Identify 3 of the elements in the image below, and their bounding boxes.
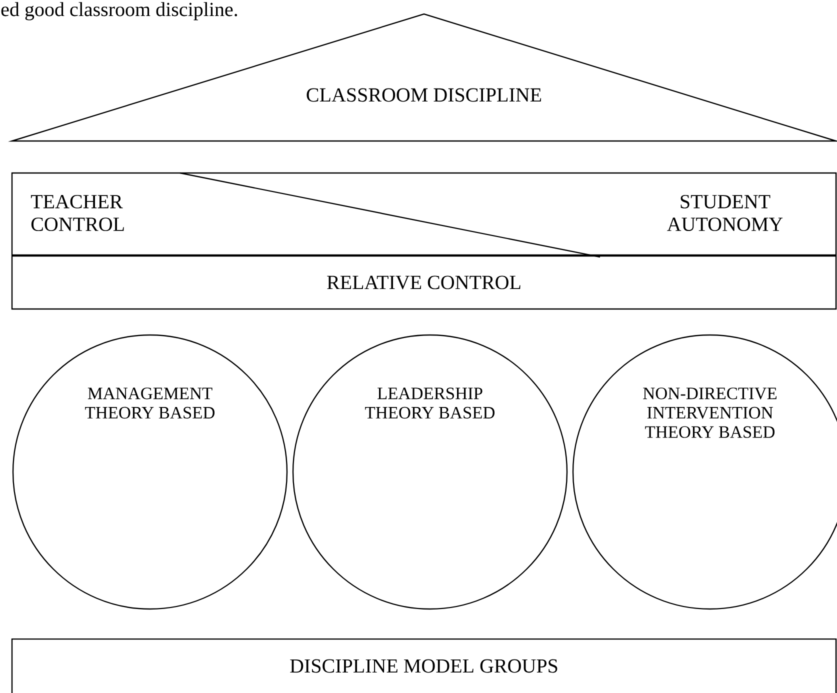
label-box: DISCIPLINE MODEL GROUPS xyxy=(11,638,837,693)
label-box: RELATIVE CONTROL xyxy=(11,255,837,310)
split-box: TEACHER CONTROL STUDENT AUTONOMY xyxy=(11,172,837,258)
